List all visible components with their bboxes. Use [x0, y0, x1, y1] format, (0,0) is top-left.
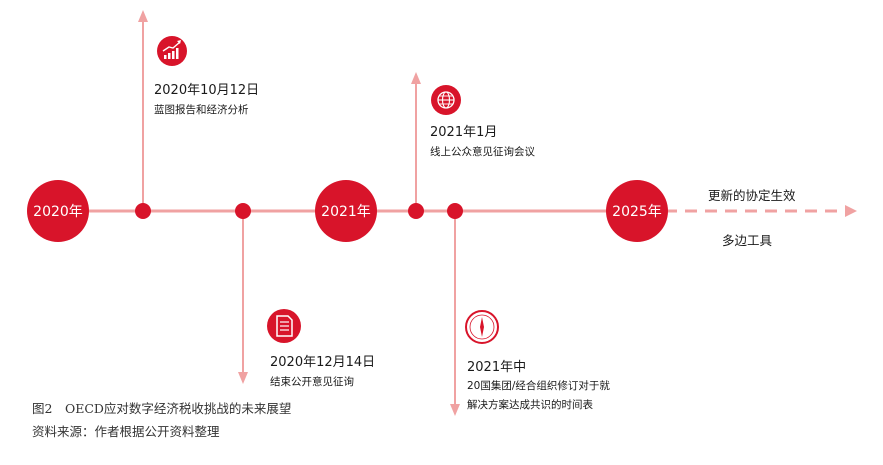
- event-date: 2020年10月12日: [154, 83, 260, 98]
- globe-icon: [431, 85, 461, 115]
- event-dot: [135, 203, 151, 219]
- future-label: 更新的协定生效: [708, 188, 796, 203]
- event-date: 2021年中: [467, 360, 527, 375]
- year-label: 2020年: [33, 204, 83, 220]
- stem-arrow-up: [411, 72, 421, 84]
- year-circle-2021: [315, 180, 377, 242]
- stem-arrow-up: [138, 10, 148, 22]
- figure-caption: 图2 OECD应对数字经济税收挑战的未来展望: [32, 401, 292, 416]
- year-circle-2025: [606, 180, 668, 242]
- event-date: 2020年12月14日: [270, 355, 376, 370]
- document-icon: [267, 309, 301, 343]
- event-date: 2021年1月: [430, 125, 498, 140]
- event-description: 结束公开意见征询: [270, 376, 354, 388]
- chart-trend-icon: [157, 36, 187, 66]
- year-circle-2020: [27, 180, 89, 242]
- event-dot: [235, 203, 251, 219]
- year-label: 2025年: [612, 204, 662, 220]
- future-label: 多边工具: [722, 233, 773, 248]
- event-dot: [408, 203, 424, 219]
- figure-source: 资料来源：作者根据公开资料整理: [32, 424, 220, 439]
- axis-arrow-head: [845, 205, 857, 217]
- event-description: 线上公众意见征询会议: [430, 146, 535, 158]
- stem-arrow-down: [450, 404, 460, 416]
- event-description: 解决方案达成共识的时间表: [467, 399, 593, 411]
- stem-arrow-down: [238, 372, 248, 384]
- year-label: 2021年: [321, 204, 371, 220]
- compass-icon: [465, 310, 499, 344]
- event-description: 20国集团/经合组织修订对于就: [467, 380, 610, 392]
- event-description: 蓝图报告和经济分析: [154, 104, 249, 116]
- event-dot: [447, 203, 463, 219]
